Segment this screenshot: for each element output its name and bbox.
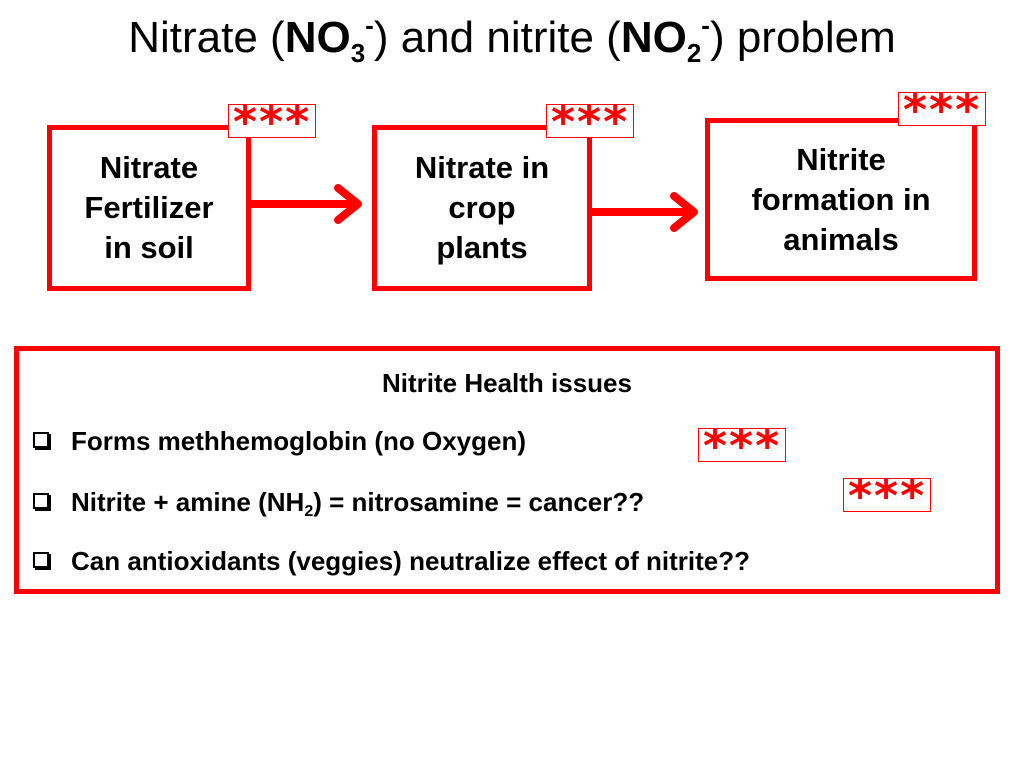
health-issues-title: Nitrite Health issues — [382, 368, 632, 398]
slide-title: Nitrate (NO3-) and nitrite (NO2-) proble… — [0, 6, 1024, 70]
health-issue-item: Can antioxidants (veggies) neutralize ef… — [33, 545, 750, 577]
title-no2-sup: - — [701, 10, 710, 40]
stars-marker-crop: *** — [546, 104, 635, 138]
health-issue-text: Forms methhemoglobin (no Oxygen) — [71, 426, 527, 456]
flow-box-fertilizer-line-1: Nitrate — [99, 150, 199, 185]
title-part-2: ) and nitrite ( — [373, 13, 621, 62]
checkbox-bullet-icon — [33, 493, 49, 509]
checkbox-bullet-icon — [33, 432, 49, 448]
title-part-1: Nitrate ( — [128, 13, 285, 62]
title-no2: NO2- — [620, 10, 710, 66]
flow-box-animals-line-1: Nitrite — [796, 141, 886, 177]
flow-box-fertilizer-line-2: Fertilizer — [84, 190, 214, 225]
flow-box-fertilizer: Nitrate Fertilizer in soil — [47, 125, 251, 291]
stars-marker-methemoglobin: *** — [698, 428, 787, 462]
flow-box-crop: Nitrate in crop plants — [372, 125, 592, 291]
stars-marker-nitrosamine: *** — [843, 478, 932, 512]
title-no3: NO3- — [284, 10, 374, 66]
health-issue-text-pre: Nitrite + amine (NH — [71, 487, 305, 517]
stars-marker-fertilizer: *** — [228, 104, 317, 138]
health-issue-item: Nitrite + amine (NH2) = nitrosamine = ca… — [33, 486, 645, 520]
arrow-right-icon — [250, 184, 362, 224]
title-no3-sup: - — [365, 10, 374, 40]
flow-box-fertilizer-line-3: in soil — [104, 230, 194, 265]
arrow-right-icon — [592, 192, 698, 232]
flow-box-crop-line-1: Nitrate in — [414, 150, 550, 185]
stars-marker-animals: *** — [898, 92, 987, 126]
health-issue-text-sub: 2 — [304, 503, 314, 520]
health-issue-text-post: ) = nitrosamine = cancer?? — [313, 487, 645, 517]
flow-box-animals-line-2: formation in — [751, 181, 931, 217]
flow-box-crop-line-2: crop — [448, 190, 516, 225]
health-issue-item: Forms methhemoglobin (no Oxygen) — [33, 425, 526, 457]
title-no3-sub: 3 — [350, 38, 366, 68]
health-issues-box: Nitrite Health issues Forms methhemoglob… — [14, 346, 1000, 594]
title-no3-main: NO — [284, 13, 351, 62]
title-no2-sub: 2 — [686, 38, 702, 68]
health-issue-text: Can antioxidants (veggies) neutralize ef… — [71, 546, 750, 576]
flow-box-crop-line-3: plants — [436, 230, 528, 265]
flow-box-animals-line-3: animals — [783, 221, 899, 257]
checkbox-bullet-icon — [33, 552, 49, 568]
title-no2-main: NO — [620, 13, 687, 62]
flow-box-animals: Nitrite formation in animals — [705, 118, 977, 281]
title-part-3: ) problem — [709, 13, 896, 62]
